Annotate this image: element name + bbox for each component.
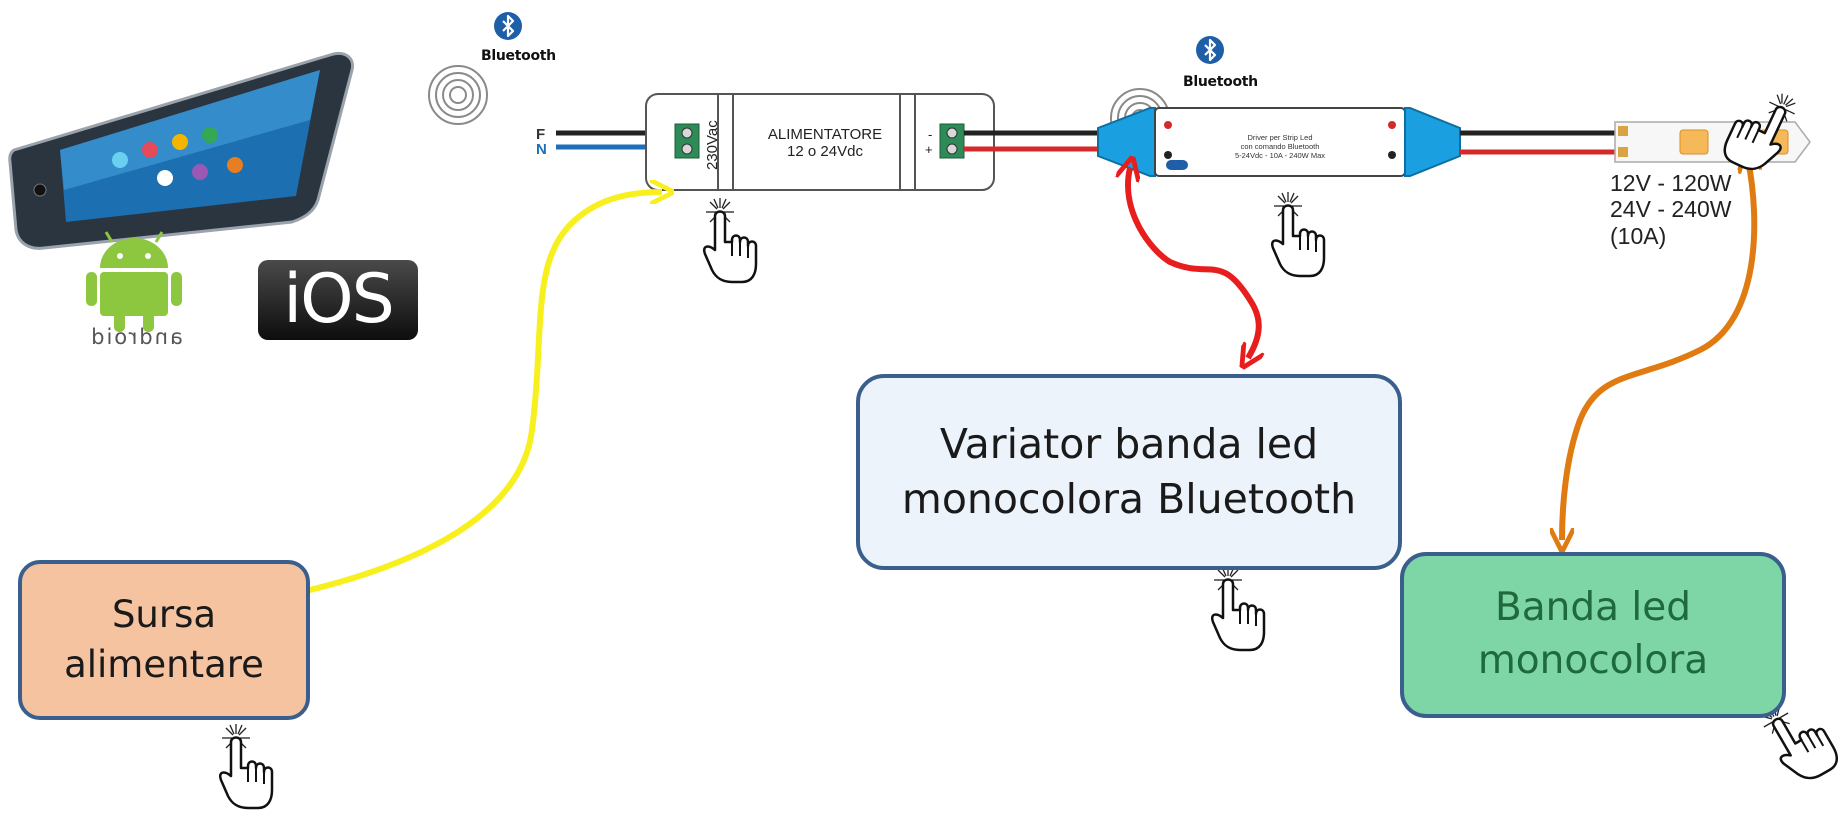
tap-hand-icon[interactable] [218, 722, 274, 810]
bluetooth-signal-icon [428, 65, 488, 125]
psu-title-line2: 12 o 24Vdc [787, 143, 863, 161]
driver-label-line1: Driver per Strip Led [1247, 133, 1312, 142]
bluetooth-icon-2 [1194, 34, 1226, 66]
android-wordmark: android [89, 325, 183, 349]
ios-logo-icon: iOS [258, 260, 418, 340]
led-strip [1614, 121, 1811, 163]
bluetooth-icon [492, 10, 524, 42]
psu-title-line1: ALIMENTATORE [767, 126, 883, 143]
arrow-driver-to-variator [1128, 168, 1259, 358]
spec-line1: 12V - 120W [1610, 170, 1732, 196]
tap-hand-icon[interactable] [1270, 190, 1326, 278]
sursa-line2: alimentare [64, 643, 264, 686]
bluetooth-word: Bluetooth [481, 48, 556, 64]
wire-n-label: N [536, 141, 547, 158]
psu-input-voltage: 230Vac [704, 120, 721, 170]
psu-title: ALIMENTATORE 12 o 24Vdc [750, 126, 900, 161]
bluetooth-word-2: Bluetooth [1183, 74, 1258, 90]
arrow-sursa-to-psu [242, 192, 662, 604]
power-supply-unit: - + [645, 93, 995, 191]
variator-callout[interactable]: Variator banda led monocolora Bluetooth [856, 374, 1402, 570]
android-logo-icon [86, 231, 182, 332]
tap-hand-icon[interactable] [702, 196, 758, 284]
banda-callout[interactable]: Banda led monocolora [1400, 552, 1786, 718]
banda-line2: monocolora [1477, 638, 1709, 683]
tap-hand-icon[interactable] [1210, 564, 1266, 652]
terminal-minus-label: - [928, 127, 932, 142]
driver-label-line2: con comando Bluetooth [1241, 142, 1320, 151]
variator-line1: Variator banda led [939, 419, 1319, 468]
smartphone-icon [8, 52, 355, 250]
banda-line1: Banda led [1494, 585, 1691, 631]
sursa-line1: Sursa [111, 593, 217, 637]
variator-line2: monocolora Bluetooth [901, 475, 1357, 523]
spec-line3: (10A) [1610, 222, 1667, 249]
wire-f-label: F [536, 126, 546, 143]
sursa-callout[interactable]: Sursa alimentare [18, 560, 310, 720]
arrow-strip-to-banda [1562, 160, 1754, 540]
led-strip-specs: 12V - 120W 24V - 240W (10A) [1610, 170, 1731, 249]
terminal-plus-label: + [925, 142, 933, 157]
spec-line2: 24V - 240W [1610, 196, 1732, 223]
driver-label-line3: 5-24Vdc - 10A - 240W Max [1235, 151, 1325, 160]
